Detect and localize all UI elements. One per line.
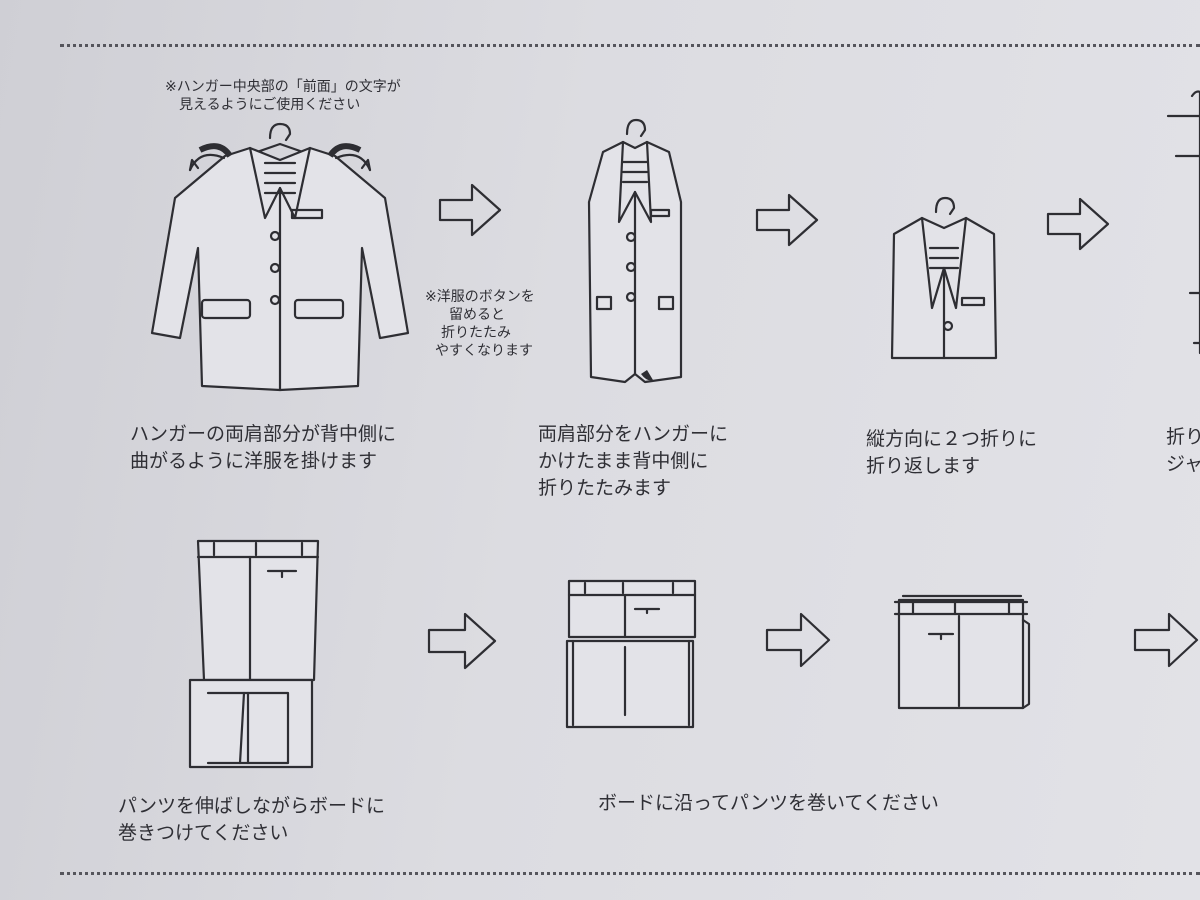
arrow-right-icon	[1133, 612, 1200, 668]
step-4-caption-partial: 折り ジャ	[1166, 426, 1200, 475]
pants-step-1-caption: パンツを伸ばしながらボードに 巻きつけてください	[118, 795, 385, 844]
board-partial-illustration	[1162, 88, 1200, 358]
step-3-caption: 縦方向に２つ折りに 折り返します	[866, 428, 1038, 477]
arrow-right-icon	[1046, 197, 1110, 251]
jacket-folded-back-illustration	[585, 112, 685, 387]
pants-rolled-on-board-illustration	[893, 590, 1033, 715]
jacket-on-hanger-illustration	[130, 118, 420, 398]
step-2-caption: 両肩部分をハンガーに かけたまま背中側に 折りたたみます	[538, 423, 729, 499]
arrow-right-icon	[427, 612, 497, 670]
hanger-front-note: ※ハンガー中央部の「前面」の文字が 見えるようにご使用ください	[165, 79, 401, 113]
arrow-right-icon	[755, 193, 819, 247]
arrow-right-icon	[438, 183, 502, 237]
bottom-dotted-divider	[60, 872, 1200, 875]
pants-folded-on-board-illustration	[563, 575, 703, 735]
step-1-caption: ハンガーの両肩部分が背中側に 曲がるように洋服を掛けます	[130, 423, 397, 472]
pants-on-board-illustration	[186, 535, 326, 770]
jacket-folded-in-half-illustration	[888, 188, 1000, 363]
top-dotted-divider	[60, 44, 1200, 47]
pants-step-2-caption: ボードに沿ってパンツを巻いてください	[598, 792, 939, 814]
arrow-right-icon	[765, 612, 831, 668]
buttons-note: ※洋服のボタンを 留めると 折りたたみ やすくなります	[425, 289, 535, 359]
